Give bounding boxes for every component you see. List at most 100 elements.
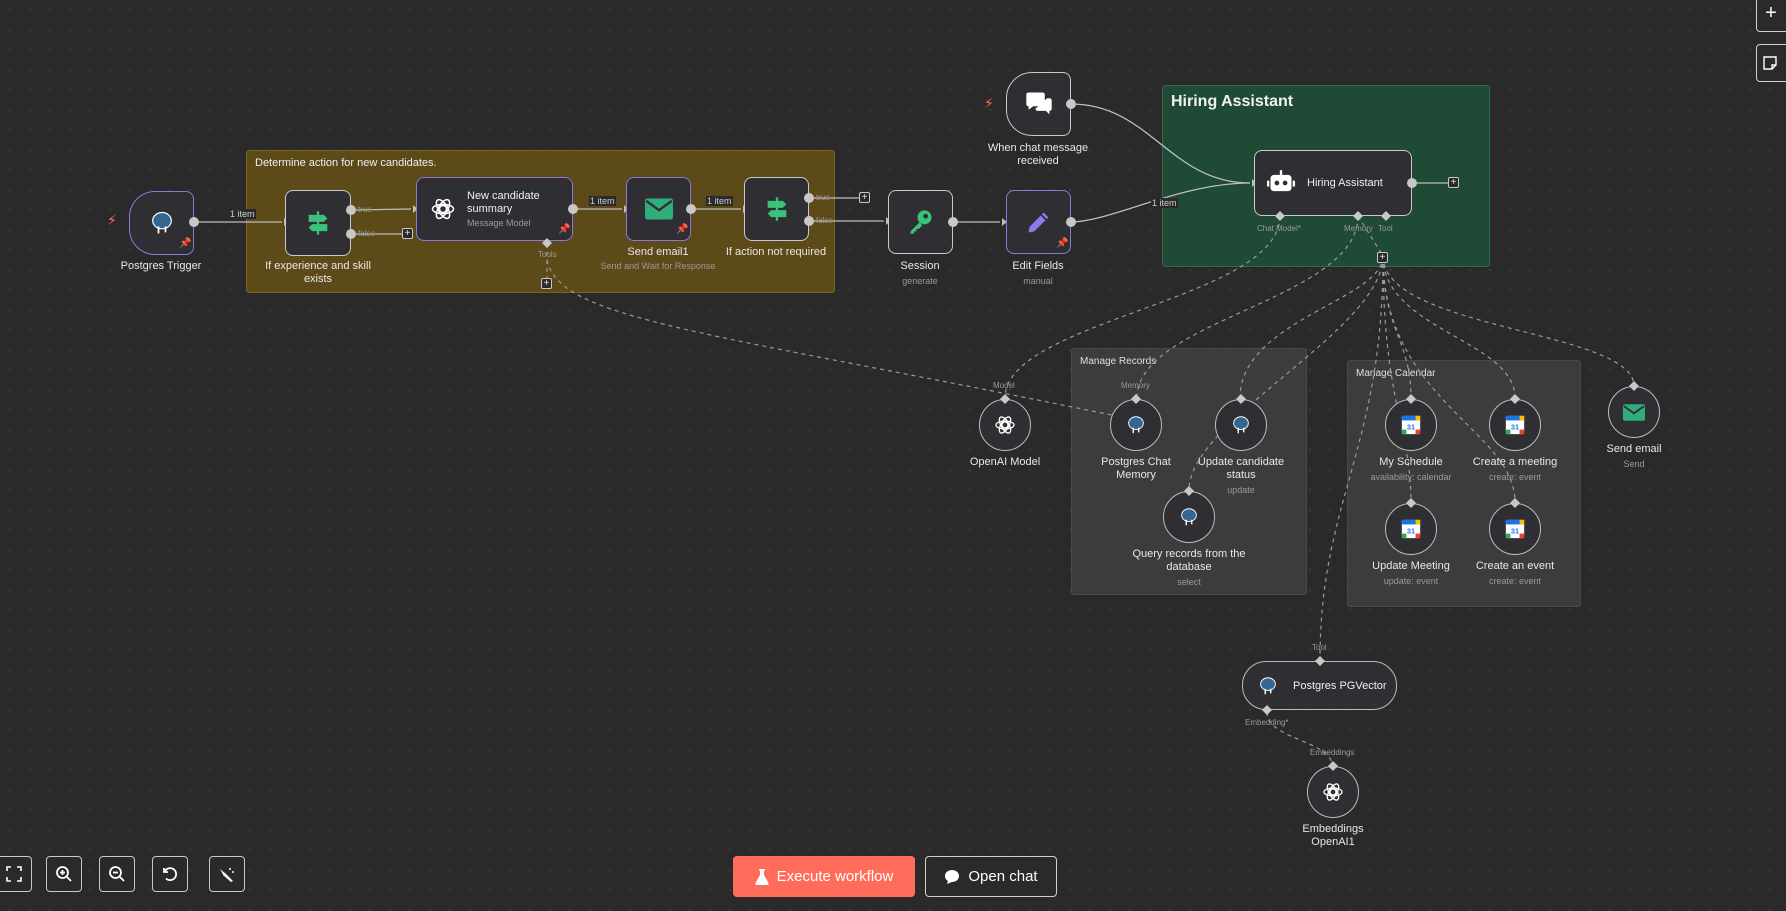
- openai-icon: [431, 198, 455, 220]
- session-label: Session: [900, 260, 940, 272]
- send-email1-label: Send email1: [627, 246, 689, 258]
- embeddings-openai-node[interactable]: [1307, 766, 1359, 818]
- if-branch-icon: [308, 211, 328, 235]
- chat-trigger-node[interactable]: [1006, 72, 1071, 136]
- postgres-elephant-icon: [151, 211, 172, 234]
- new-candidate-text: New candidate summary Message Model: [467, 190, 540, 228]
- openai-model-label: OpenAI Model: [969, 456, 1041, 468]
- wire-label-2: 1 item: [589, 196, 616, 206]
- google-calendar-icon: 31: [1401, 415, 1421, 435]
- svg-text:31: 31: [1511, 527, 1519, 536]
- hiring-assistant-node[interactable]: Hiring Assistant: [1254, 150, 1412, 216]
- wire-label-4: 1 item: [1151, 198, 1178, 208]
- postgres-chat-memory-node[interactable]: [1110, 399, 1162, 451]
- port-false-2: false: [816, 216, 833, 225]
- openai-icon-3: [1323, 783, 1343, 801]
- port-model: Model: [993, 381, 1015, 390]
- port-chat-model: Chat Model*: [1257, 224, 1302, 233]
- email-icon: [644, 198, 673, 220]
- svg-text:31: 31: [1511, 423, 1519, 432]
- port-tool: Tool: [1378, 224, 1393, 233]
- new-candidate-node[interactable]: New candidate summary Message Model: [416, 177, 573, 241]
- create-event-node[interactable]: 31: [1489, 503, 1541, 555]
- pin-icon-3: 📌: [676, 224, 689, 235]
- zoom-in-button[interactable]: [46, 856, 82, 892]
- update-candidate-label: Update candidate status: [1197, 456, 1285, 481]
- reset-zoom-button[interactable]: [152, 856, 188, 892]
- create-meeting-node[interactable]: 31: [1489, 399, 1541, 451]
- chat-icon: [945, 869, 960, 884]
- open-chat-button[interactable]: Open chat: [925, 856, 1057, 897]
- add-tool-button[interactable]: +: [541, 278, 552, 289]
- add-output-button[interactable]: +: [1448, 177, 1459, 188]
- embeddings-openai-label: Embeddings OpenAI1: [1302, 823, 1364, 848]
- session-sub: generate: [902, 276, 938, 286]
- create-meeting-sub: create: event: [1488, 472, 1542, 482]
- pin-icon-2: 📌: [558, 224, 571, 235]
- pgvector-text: Postgres PGVector: [1293, 679, 1387, 692]
- wire-label-3: 1 item: [706, 196, 733, 206]
- fit-view-button[interactable]: [0, 856, 32, 892]
- send-email1-sub: Send and Wait for Response: [600, 261, 716, 271]
- update-candidate-sub: update: [1227, 485, 1255, 495]
- my-schedule-node[interactable]: 31: [1385, 399, 1437, 451]
- my-schedule-sub: availability: calendar: [1370, 472, 1452, 482]
- chat-trigger-bolt-icon: ⚡: [984, 95, 994, 111]
- if-action-node[interactable]: [744, 177, 809, 241]
- session-node[interactable]: [888, 190, 953, 254]
- group-calendar-title: Manage Calendar: [1356, 368, 1436, 379]
- pin-icon: 📌: [179, 238, 192, 249]
- add-tool-button-2[interactable]: +: [1377, 252, 1388, 263]
- edit-fields-label: Edit Fields: [1012, 260, 1064, 272]
- tidy-up-button[interactable]: [209, 856, 245, 892]
- broom-icon: [220, 868, 234, 882]
- edit-fields-sub: manual: [1023, 276, 1053, 286]
- send-email1-node[interactable]: [626, 177, 691, 241]
- edit-fields-node[interactable]: [1006, 190, 1071, 254]
- robot-icon: [1267, 170, 1295, 192]
- send-email-sub: Send: [1623, 459, 1645, 469]
- postgres-elephant-icon-2: [1128, 416, 1144, 434]
- google-calendar-icon-2: 31: [1505, 415, 1525, 435]
- hiring-assistant-text: Hiring Assistant: [1307, 177, 1383, 189]
- port-memory-2: Memory: [1121, 381, 1150, 390]
- add-node-button[interactable]: +: [1756, 0, 1786, 32]
- zoom-out-icon: [109, 866, 125, 882]
- email-icon-2: [1623, 403, 1645, 421]
- create-event-label: Create an event: [1475, 560, 1555, 572]
- plus-icon: +: [1765, 1, 1777, 24]
- undo-icon: [163, 867, 177, 881]
- send-email-tool-node[interactable]: [1608, 386, 1660, 438]
- postgres-elephant-icon-3: [1233, 416, 1249, 434]
- group-records-title: Manage Records: [1080, 356, 1157, 367]
- zoom-out-button[interactable]: [99, 856, 135, 892]
- add-branch-button-2[interactable]: +: [859, 192, 870, 203]
- sticky-note-icon: [1763, 56, 1777, 70]
- postgres-elephant-icon-4: [1181, 508, 1197, 526]
- query-records-node[interactable]: [1163, 491, 1215, 543]
- postgres-pgvector-node[interactable]: Postgres PGVector: [1242, 661, 1397, 710]
- execute-workflow-button[interactable]: Execute workflow: [733, 856, 915, 897]
- postgres-elephant-icon-5: [1260, 676, 1276, 694]
- sticky-determine-text: Determine action for new candidates.: [255, 157, 437, 169]
- sticky-hiring-title: Hiring Assistant: [1171, 93, 1294, 110]
- update-meeting-label: Update Meeting: [1372, 560, 1450, 572]
- add-branch-button-1[interactable]: +: [402, 228, 413, 239]
- port-tools: Tools: [538, 250, 557, 259]
- if-experience-node[interactable]: [285, 190, 351, 256]
- send-email-label: Send email: [1606, 443, 1662, 455]
- flask-icon: [755, 868, 769, 885]
- update-candidate-node[interactable]: [1215, 399, 1267, 451]
- wire-label-1: 1 item: [229, 209, 256, 219]
- add-sticky-button[interactable]: [1756, 44, 1786, 82]
- port-tool-2: Tool: [1312, 643, 1327, 652]
- openai-model-node[interactable]: [979, 399, 1031, 451]
- port-embeddings: Embeddings: [1310, 748, 1355, 757]
- chat-bubble-icon: [1025, 92, 1052, 115]
- update-meeting-node[interactable]: 31: [1385, 503, 1437, 555]
- openai-icon-2: [995, 416, 1015, 434]
- port-true-1: true: [358, 205, 372, 214]
- postgres-trigger-node[interactable]: [129, 191, 194, 255]
- chat-trigger-label: When chat message received: [987, 142, 1089, 167]
- port-embedding: Embedding*: [1245, 718, 1289, 727]
